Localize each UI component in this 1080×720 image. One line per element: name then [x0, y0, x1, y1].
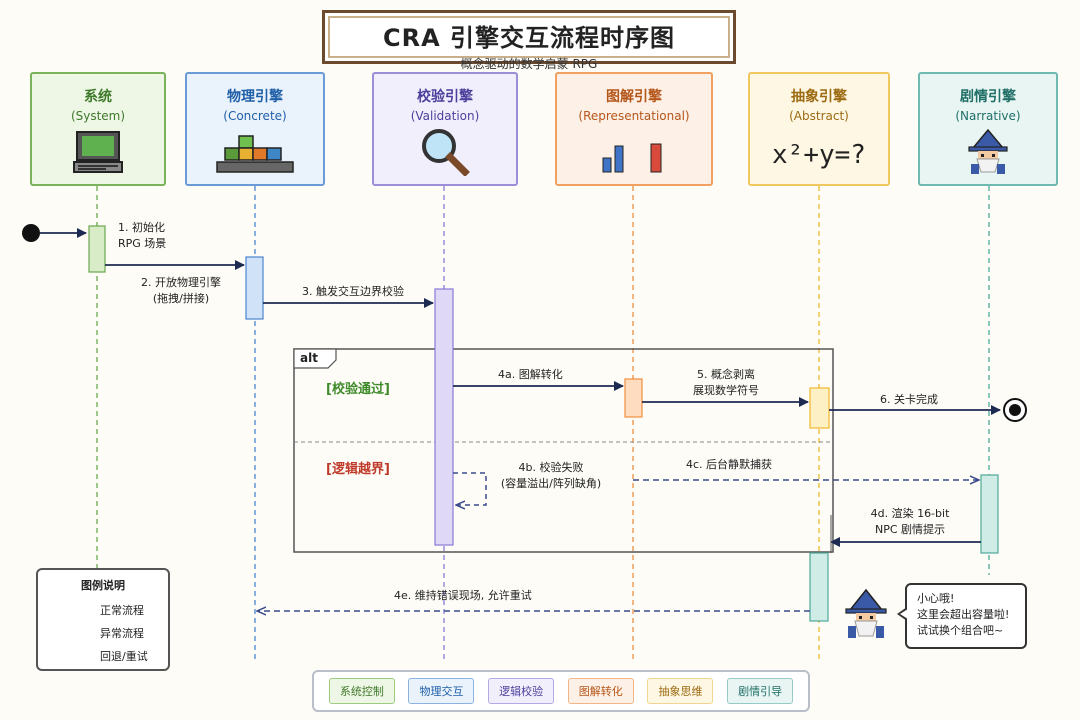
- npc-wizard-icon: [845, 588, 887, 638]
- participant-graphic: 图解引擎 (Representational): [555, 72, 713, 186]
- activation-graphic: [624, 378, 643, 418]
- activation-narrative: [980, 474, 999, 554]
- message-m3: 3. 触发交互边界校验: [302, 285, 404, 298]
- participant-en: (System): [70, 109, 126, 123]
- category-legend-bar: 系统控制 物理交互 逻辑校验 图解转化 抽象思维 剧情引导: [312, 670, 810, 712]
- npc-speech-bubble: 小心哦! 这里会超出容量啦! 试试换个组合吧~: [897, 583, 1027, 649]
- participant-validation: 校验引擎 (Validation): [372, 72, 518, 186]
- alt-label: alt: [300, 351, 318, 365]
- bubble-line: 这里会超出容量啦!: [917, 608, 1010, 621]
- guard-fail: [逻辑越界]: [326, 462, 390, 477]
- diagram-title-box: CRA 引擎交互流程时序图 概念驱动的数学启蒙 RPG: [322, 10, 736, 71]
- activation-abstract: [809, 387, 830, 429]
- category-logic-validation: 逻辑校验: [488, 678, 555, 704]
- message-m4b: 4b. 校验失败(容量溢出/阵列缺角): [500, 461, 602, 490]
- participant-name: 剧情引擎: [960, 89, 1016, 105]
- legend-retry-label: 回退/重试: [100, 650, 148, 663]
- equation-icon: x²+y=?: [750, 132, 888, 176]
- message-m4c: 4c. 后台静默捕获: [686, 458, 773, 471]
- bar-chart-icon: [557, 132, 711, 176]
- wizard-icon: [920, 128, 1056, 176]
- guard-pass: [校验通过]: [326, 382, 390, 397]
- participant-name: 抽象引擎: [791, 89, 847, 105]
- end-node-inner: [1009, 404, 1021, 416]
- participant-system: 系统 (System): [30, 72, 166, 186]
- activation-physics: [245, 256, 264, 320]
- legend-normal-label: 正常流程: [100, 604, 144, 617]
- category-physics-interaction: 物理交互: [408, 678, 475, 704]
- participant-name: 系统: [84, 89, 112, 105]
- bubble-line: 小心哦!: [917, 592, 955, 605]
- participant-name: 校验引擎: [417, 89, 473, 105]
- computer-icon: [32, 131, 164, 176]
- participant-en: (Concrete): [223, 109, 287, 123]
- magnifier-icon: [374, 129, 516, 176]
- bubble-line: 试试换个组合吧~: [917, 624, 1004, 637]
- participant-en: (Narrative): [955, 109, 1021, 123]
- legend-title: 图例说明: [81, 579, 125, 592]
- arrow-m4b-self: [453, 472, 487, 505]
- participant-physics: 物理引擎 (Concrete): [185, 72, 325, 186]
- participant-abstract: 抽象引擎 (Abstract) x²+y=?: [748, 72, 890, 186]
- legend-abnormal-label: 异常流程: [100, 627, 144, 640]
- category-graphic-conversion: 图解转化: [567, 678, 634, 704]
- blocks-icon: [187, 132, 323, 176]
- activation-abstract-2: [809, 552, 829, 622]
- message-m5: 5. 概念剥离展现数学符号: [693, 368, 759, 397]
- category-system-control: 系统控制: [328, 678, 395, 704]
- end-node-outer: [1003, 398, 1027, 422]
- diagram-subtitle: 概念驱动的数学启蒙 RPG: [460, 57, 598, 71]
- participant-en: (Representational): [578, 109, 690, 123]
- message-m6: 6. 关卡完成: [880, 393, 938, 406]
- participant-en: (Validation): [410, 109, 480, 123]
- category-narrative-guide: 剧情引导: [727, 678, 794, 704]
- equation-text: x²+y=?: [772, 140, 866, 170]
- start-node: [22, 224, 40, 242]
- participant-en: (Abstract): [789, 109, 849, 123]
- message-m2: 2. 开放物理引擎(拖拽/拼接): [141, 276, 221, 305]
- activation-validation: [434, 288, 454, 546]
- activation-system: [88, 225, 106, 273]
- legend-box: 图例说明 正常流程 异常流程 回退/重试: [36, 568, 170, 671]
- message-m4a: 4a. 图解转化: [498, 368, 563, 381]
- category-abstract-thinking: 抽象思维: [647, 678, 714, 704]
- message-m4e: 4e. 维持错误现场, 允许重试: [394, 589, 532, 602]
- participant-name: 物理引擎: [227, 89, 283, 105]
- diagram-title: CRA 引擎交互流程时序图: [382, 24, 676, 52]
- participant-narrative: 剧情引擎 (Narrative): [918, 72, 1058, 186]
- participant-name: 图解引擎: [606, 89, 662, 105]
